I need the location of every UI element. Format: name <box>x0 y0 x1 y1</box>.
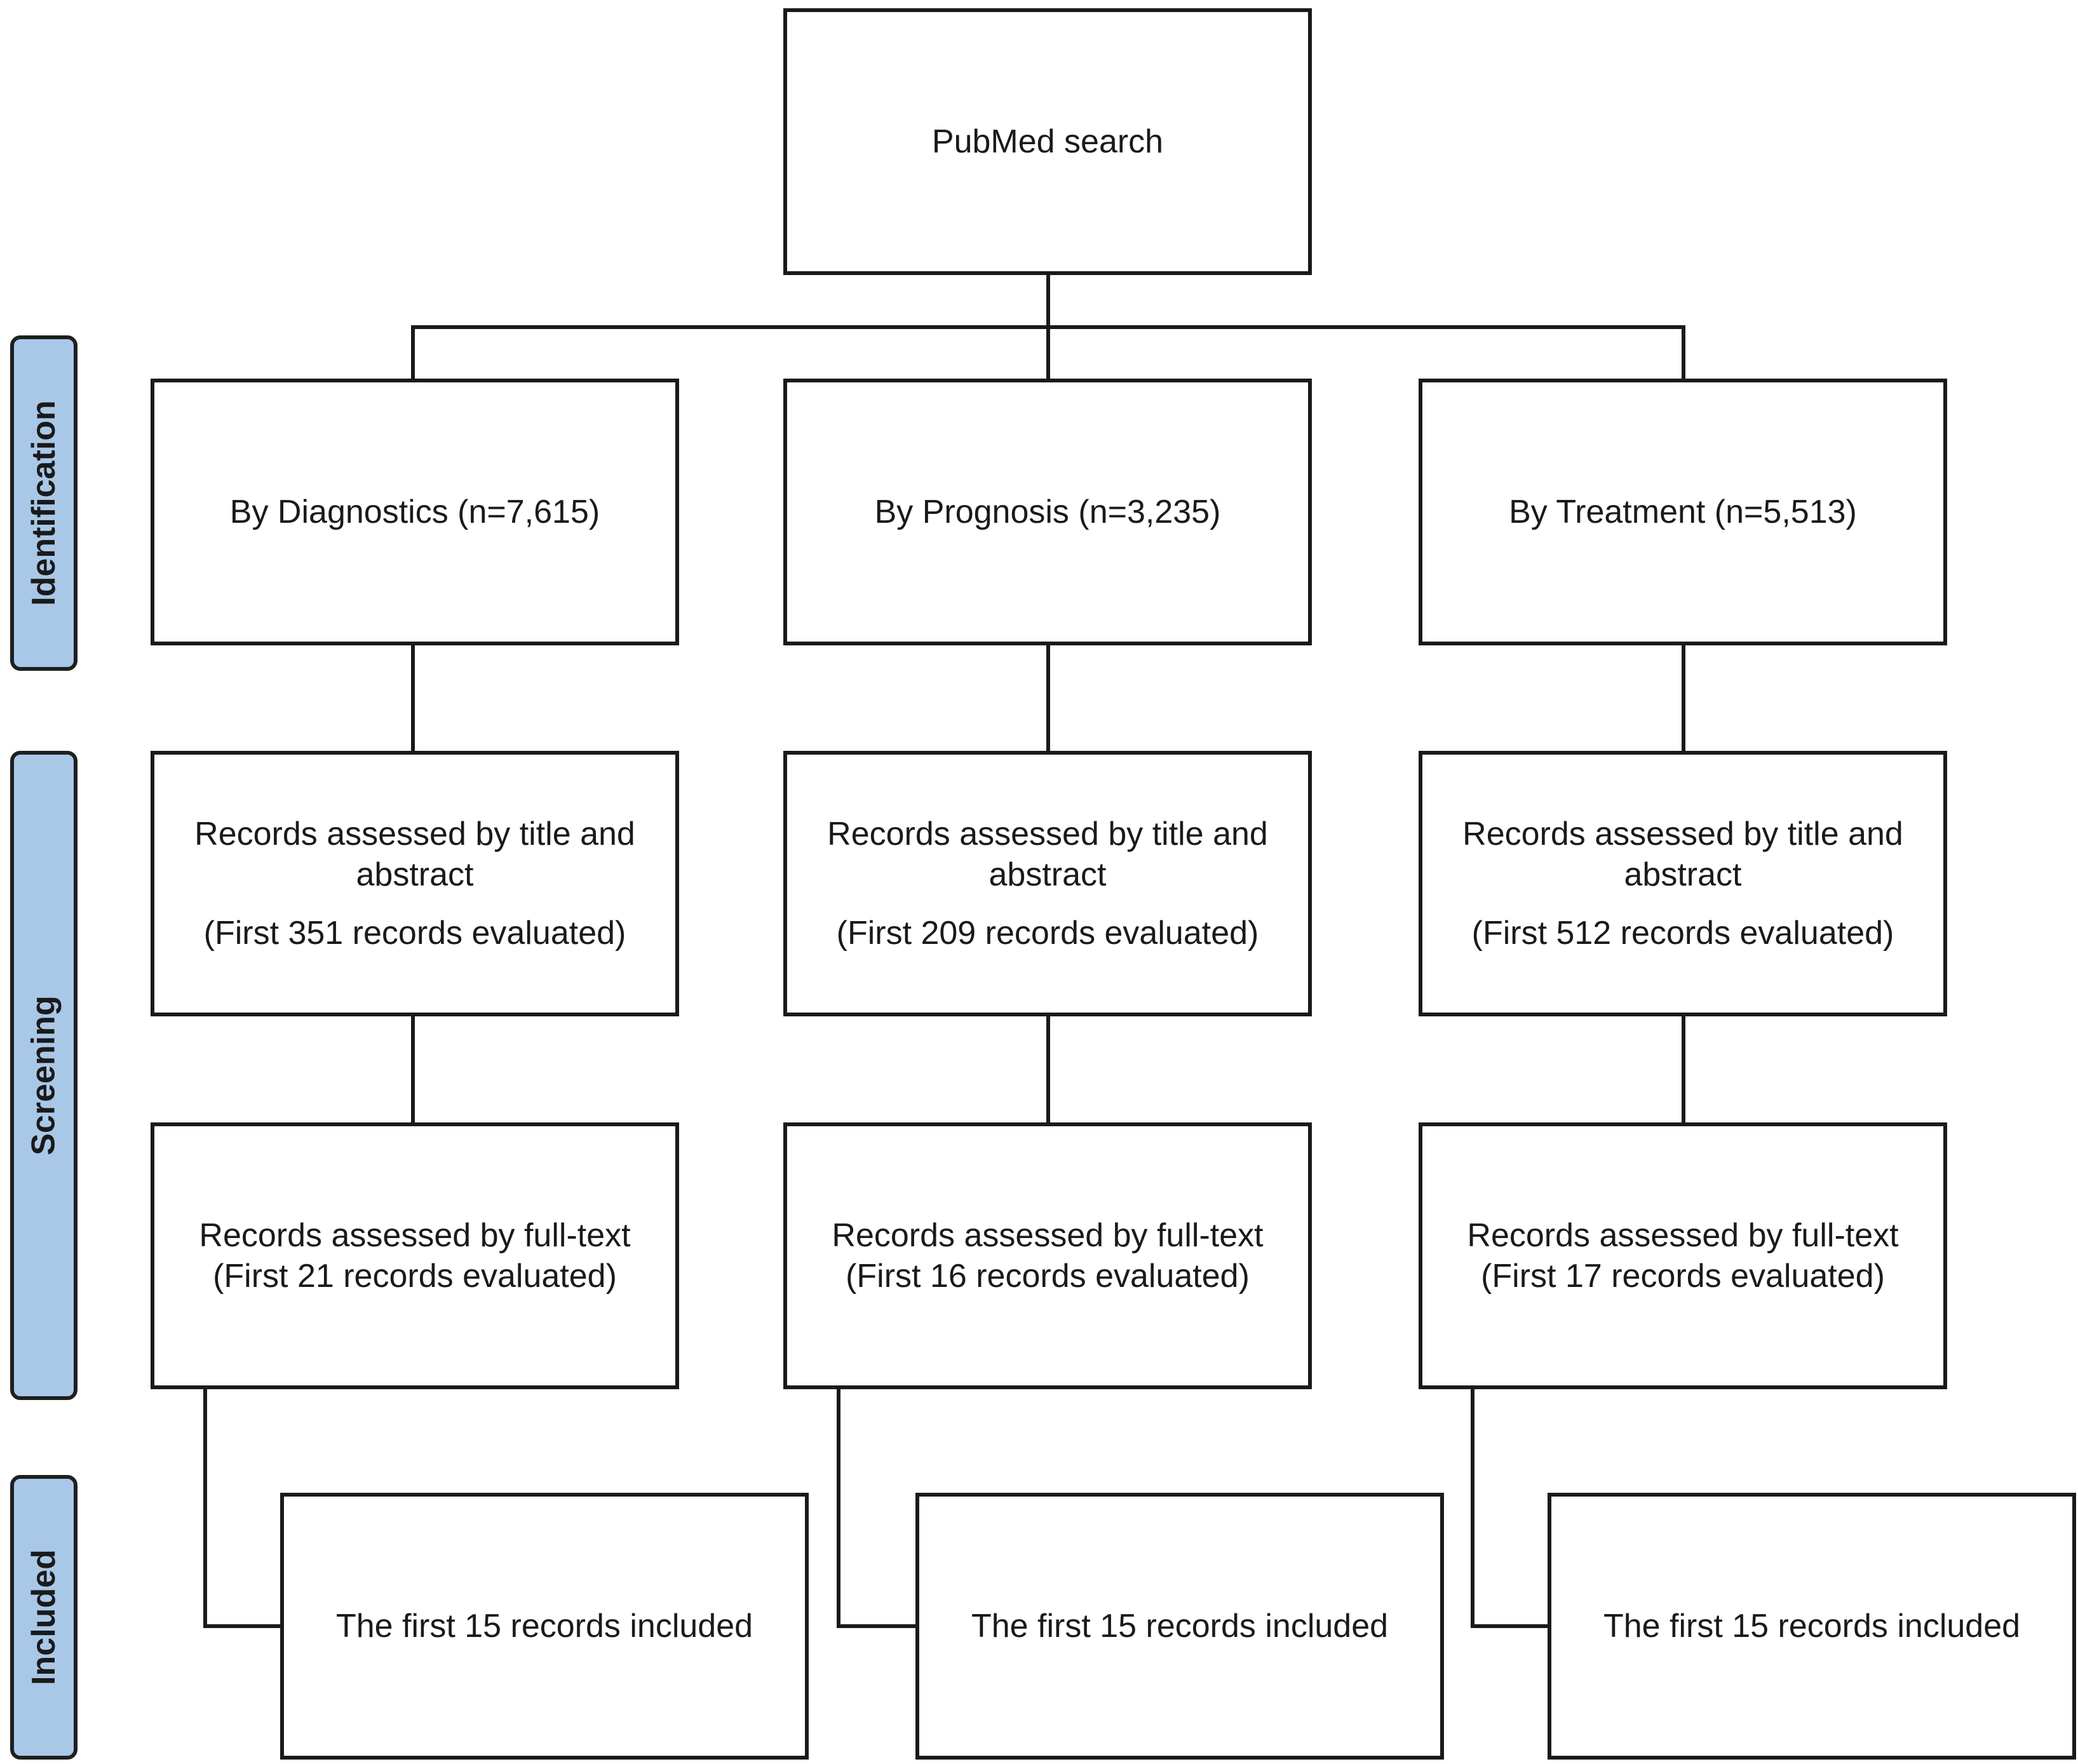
included-label: The first 15 records included <box>335 1608 753 1645</box>
stage-identification: Identification <box>10 335 78 671</box>
title-abstract-label: Records assessed by title and abstract <box>194 816 635 893</box>
stage-identification-label: Identification <box>25 400 62 606</box>
fulltext-box-prognosis: Records assessed by full-text (First 16 … <box>783 1122 1312 1389</box>
fulltext-count: (First 21 records evaluated) <box>213 1258 617 1295</box>
identification-box-treatment: By Treatment (n=5,513) <box>1419 379 1947 645</box>
pubmed-search-box: PubMed search <box>783 8 1312 275</box>
title-abstract-box-prognosis: Records assessed by title and abstract (… <box>783 751 1312 1016</box>
included-box-diagnostics: The first 15 records included <box>280 1493 809 1760</box>
included-box-treatment: The first 15 records included <box>1548 1493 2076 1760</box>
fulltext-count: (First 16 records evaluated) <box>846 1258 1250 1295</box>
included-label: The first 15 records included <box>1603 1608 2021 1645</box>
fulltext-box-treatment: Records assessed by full-text (First 17 … <box>1419 1122 1947 1389</box>
identification-box-prognosis: By Prognosis (n=3,235) <box>783 379 1312 645</box>
title-abstract-count: (First 512 records evaluated) <box>1471 915 1894 952</box>
included-label: The first 15 records included <box>971 1608 1389 1645</box>
included-box-prognosis: The first 15 records included <box>915 1493 1444 1760</box>
identification-box-diagnostics: By Diagnostics (n=7,615) <box>151 379 679 645</box>
fulltext-label: Records assessed by full-text <box>199 1217 631 1254</box>
fulltext-label: Records assessed by full-text <box>832 1217 1264 1254</box>
title-abstract-box-diagnostics: Records assessed by title and abstract (… <box>151 751 679 1016</box>
title-abstract-count: (First 209 records evaluated) <box>836 915 1259 952</box>
connector-ft-inc-3 <box>1471 1385 1551 1628</box>
stage-screening-label: Screening <box>25 995 63 1155</box>
pubmed-search-label: PubMed search <box>931 123 1164 160</box>
fulltext-count: (First 17 records evaluated) <box>1481 1258 1885 1295</box>
identification-label: By Prognosis (n=3,235) <box>874 494 1221 530</box>
identification-label: By Treatment (n=5,513) <box>1509 494 1857 530</box>
title-abstract-count: (First 351 records evaluated) <box>203 915 626 952</box>
connector-ft-inc-2 <box>837 1385 919 1628</box>
title-abstract-label: Records assessed by title and abstract <box>1462 816 1903 893</box>
fulltext-label: Records assessed by full-text <box>1467 1217 1899 1254</box>
title-abstract-label: Records assessed by title and abstract <box>827 816 1268 893</box>
stage-included-label: Included <box>25 1549 63 1685</box>
identification-label: By Diagnostics (n=7,615) <box>229 494 600 530</box>
connector-ft-inc-1 <box>203 1385 284 1628</box>
stage-screening: Screening <box>10 751 78 1400</box>
stage-included: Included <box>10 1475 78 1760</box>
fulltext-box-diagnostics: Records assessed by full-text (First 21 … <box>151 1122 679 1389</box>
title-abstract-box-treatment: Records assessed by title and abstract (… <box>1419 751 1947 1016</box>
